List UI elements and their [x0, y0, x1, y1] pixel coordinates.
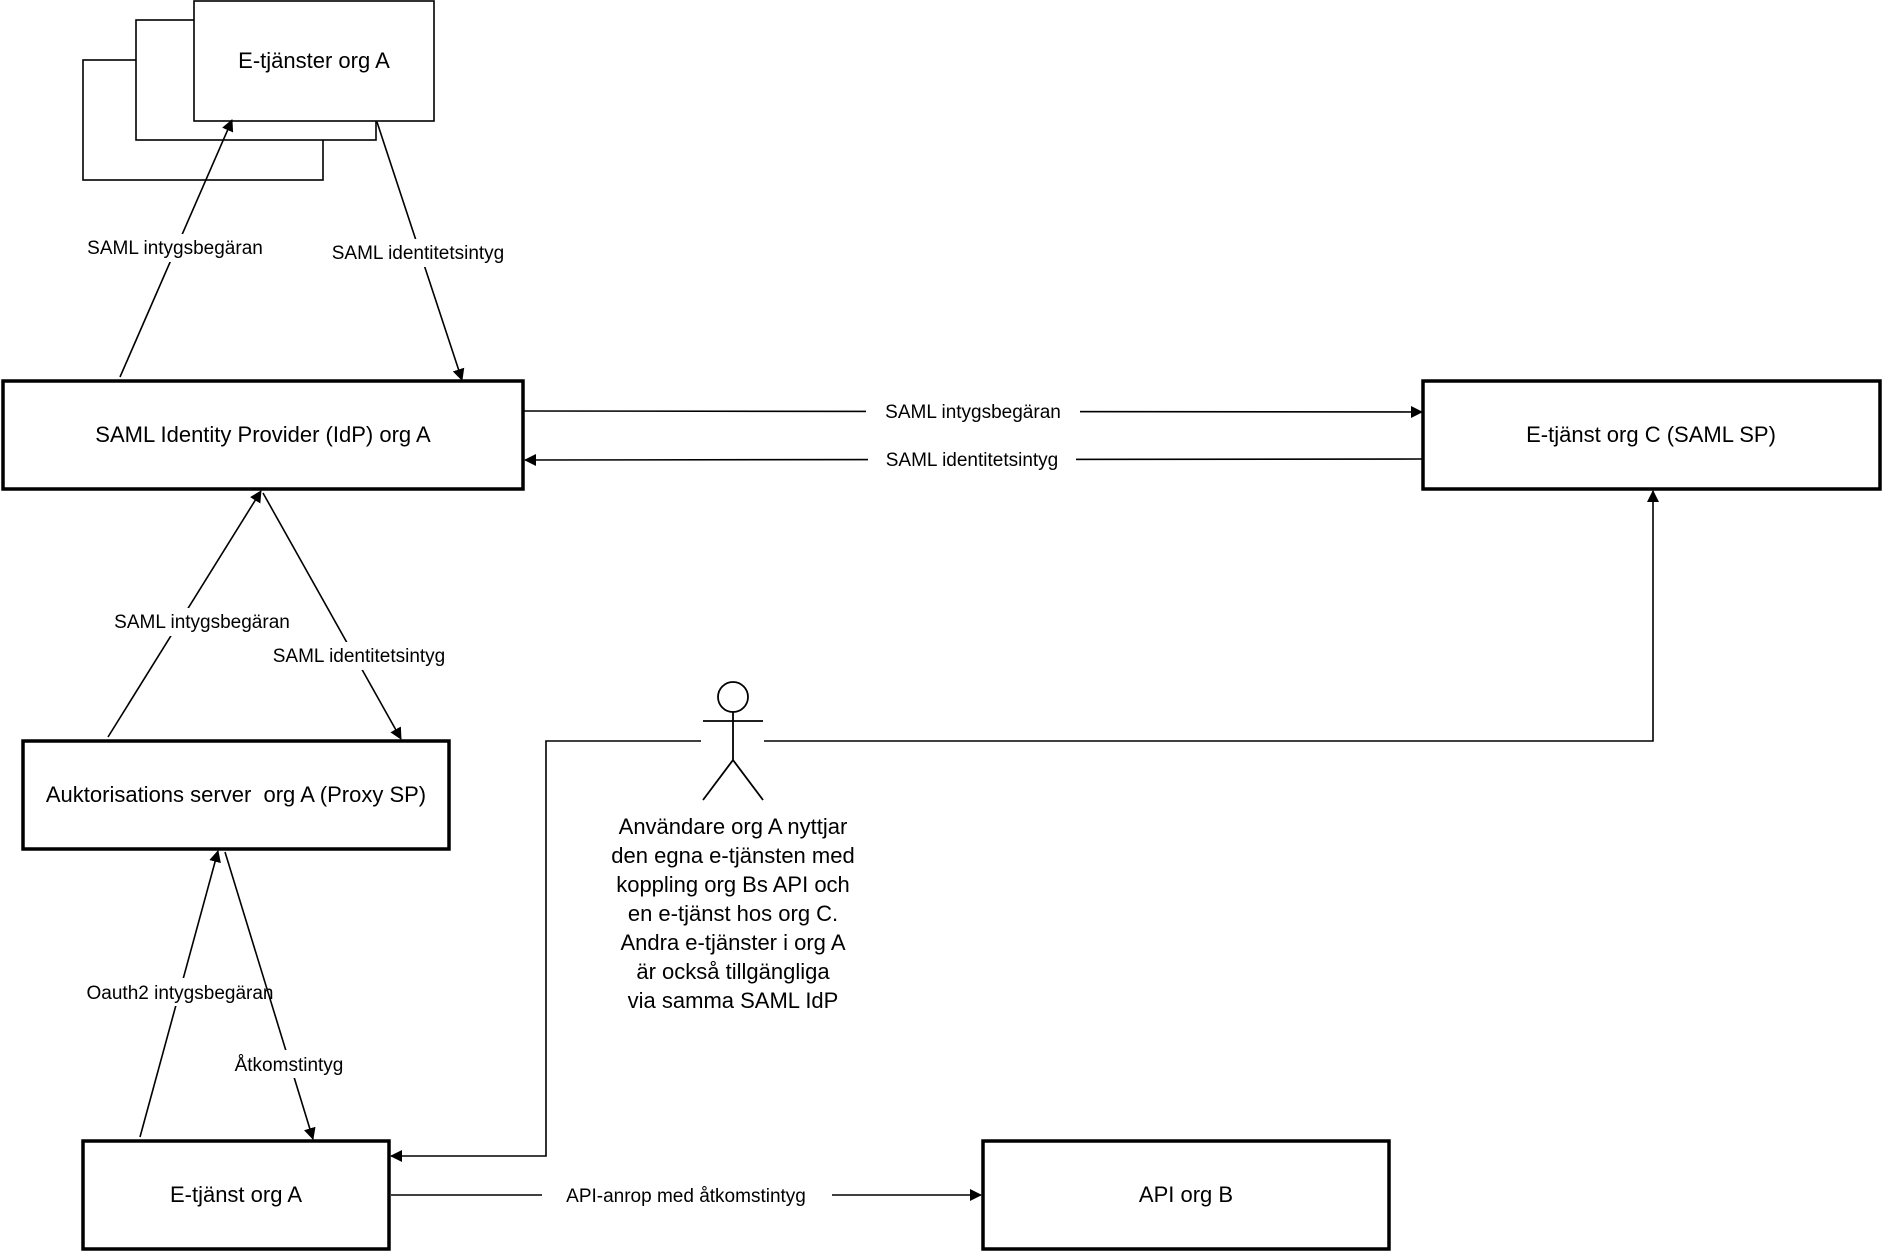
eservices-stack-front	[193, 0, 435, 122]
actor-description: Användare org A nyttjar den egna e-tjäns…	[611, 814, 854, 1013]
edge-label-idp-to-eservices: SAML intygsbegäran	[87, 238, 263, 259]
actor-left-leg	[702, 759, 734, 801]
edge-label-eservices-to-idp: SAML identitetsintyg	[332, 243, 505, 264]
edge-eservices-to-idp-assertion: SAML identitetsintyg	[317, 121, 519, 381]
edge-line	[262, 492, 402, 740]
edge-idp-to-auth-assertion: SAML identitetsintyg	[256, 492, 462, 740]
eservice-org-c-label: E-tjänst org C (SAML SP)	[1526, 422, 1776, 447]
edge-auth-to-idp-request: SAML intygsbegäran	[96, 490, 308, 738]
edge-auth-to-eservice-token: Åtkomstintyg	[222, 851, 356, 1140]
actor-line-4: en e-tjänst hos org C.	[628, 901, 838, 926]
actor-head	[717, 681, 749, 713]
api-org-b-node: API org B	[981, 1139, 1391, 1251]
edge-user-to-eservice-c	[764, 490, 1659, 742]
edge-label-auth-to-idp: SAML intygsbegäran	[114, 612, 290, 633]
idp-org-a-box	[1, 379, 525, 491]
edge-label-eservice-to-api: API-anrop med åtkomstintyg	[566, 1186, 806, 1207]
edge-user-to-eservice-a	[390, 740, 701, 1162]
user-actor	[702, 681, 764, 801]
eservices-org-a-label: E-tjänster org A	[238, 48, 390, 73]
auth-server-box	[21, 739, 451, 851]
actor-line-3: koppling org Bs API och	[616, 872, 850, 897]
api-org-b-label: API org B	[1139, 1182, 1233, 1207]
eservice-org-a-label: E-tjänst org A	[170, 1182, 302, 1207]
actor-right-leg	[732, 759, 764, 801]
eservices-org-a-stack: E-tjänster org A	[82, 0, 435, 181]
api-org-b-box	[981, 1139, 1391, 1251]
eservice-org-a-node: E-tjänst org A	[81, 1139, 391, 1251]
eservice-org-c-box	[1421, 379, 1882, 491]
edge-c-to-idp-assertion: SAML identitetsintyg	[524, 446, 1423, 474]
edge-label-idp-to-c: SAML intygsbegäran	[885, 402, 1061, 423]
actor-line-5: Andra e-tjänster i org A	[620, 930, 845, 955]
eservice-org-a-box	[81, 1139, 391, 1251]
edge-line	[224, 851, 316, 1140]
idp-org-a-node: SAML Identity Provider (IdP) org A	[1, 379, 525, 491]
edge-label-auth-to-eservice: Åtkomstintyg	[235, 1055, 344, 1076]
edge-eservice-to-auth-request: Oauth2 intygsbegäran	[66, 850, 294, 1138]
actor-line-6: är också tillgängliga	[636, 959, 830, 984]
edge-idp-to-c-request: SAML intygsbegäran	[523, 397, 1423, 425]
edge-eservice-to-api: API-anrop med åtkomstintyg	[391, 1181, 982, 1209]
auth-server-label: Auktorisations server org A (Proxy SP)	[46, 782, 426, 807]
edge-label-eservice-to-auth: Oauth2 intygsbegäran	[87, 983, 274, 1004]
actor-line-1: Användare org A nyttjar	[619, 814, 848, 839]
actor-line-7: via samma SAML IdP	[628, 988, 839, 1013]
idp-org-a-label: SAML Identity Provider (IdP) org A	[95, 422, 431, 447]
actor-line-2: den egna e-tjänsten med	[611, 843, 854, 868]
auth-server-node: Auktorisations server org A (Proxy SP)	[21, 739, 451, 851]
edge-label-c-to-idp: SAML identitetsintyg	[886, 450, 1059, 471]
edge-label-idp-to-auth: SAML identitetsintyg	[273, 646, 446, 667]
edge-idp-to-eservices-request: SAML intygsbegäran	[70, 119, 280, 378]
eservice-org-c-node: E-tjänst org C (SAML SP)	[1421, 379, 1882, 491]
